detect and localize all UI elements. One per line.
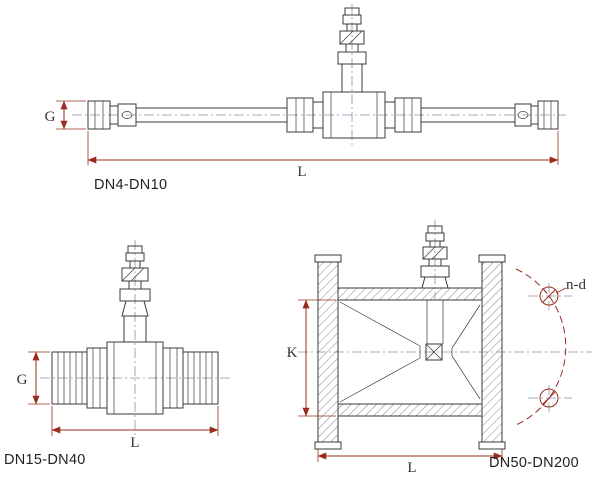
meter-body bbox=[286, 91, 422, 139]
dn4-dn10-figure: G L DN4-DN10 bbox=[45, 4, 566, 193]
dimension-g: G bbox=[17, 351, 50, 405]
dimension-l: L bbox=[87, 131, 559, 180]
dim-label-l-bottom-right: L bbox=[407, 460, 416, 476]
centerlines bbox=[72, 4, 566, 148]
dimension-l: L bbox=[317, 449, 503, 476]
dim-label-k: K bbox=[287, 345, 298, 361]
dn15-dn40-figure: G L DN15-DN40 bbox=[4, 240, 230, 468]
internal-flow-section bbox=[339, 300, 481, 403]
dimension-l: L bbox=[51, 406, 219, 451]
caption-dn50-dn200: DN50-DN200 bbox=[489, 455, 579, 471]
outlet-pipe bbox=[420, 100, 559, 130]
centerlines bbox=[40, 240, 230, 436]
dim-label-l-top: L bbox=[297, 164, 306, 180]
dimension-g: G bbox=[45, 100, 86, 130]
dimension-k: K bbox=[287, 299, 336, 417]
sensor-transmitter bbox=[337, 7, 367, 93]
meter-body bbox=[51, 341, 219, 415]
dim-label-g-top: G bbox=[45, 109, 56, 125]
caption-dn4-dn10: DN4-DN10 bbox=[94, 177, 167, 193]
dim-label-l-bottom-left: L bbox=[130, 435, 139, 451]
centerlines bbox=[298, 220, 592, 412]
dn50-dn200-figure: K L n-d DN50-DN200 bbox=[287, 220, 592, 476]
inlet-pipe bbox=[87, 100, 288, 130]
caption-dn15-dn40: DN15-DN40 bbox=[4, 452, 86, 468]
dim-label-g-bottom-left: G bbox=[17, 372, 28, 388]
bolt-note-label: n-d bbox=[566, 277, 586, 293]
flanged-body bbox=[314, 254, 506, 450]
bolt-circle-annotation: n-d bbox=[515, 268, 586, 426]
